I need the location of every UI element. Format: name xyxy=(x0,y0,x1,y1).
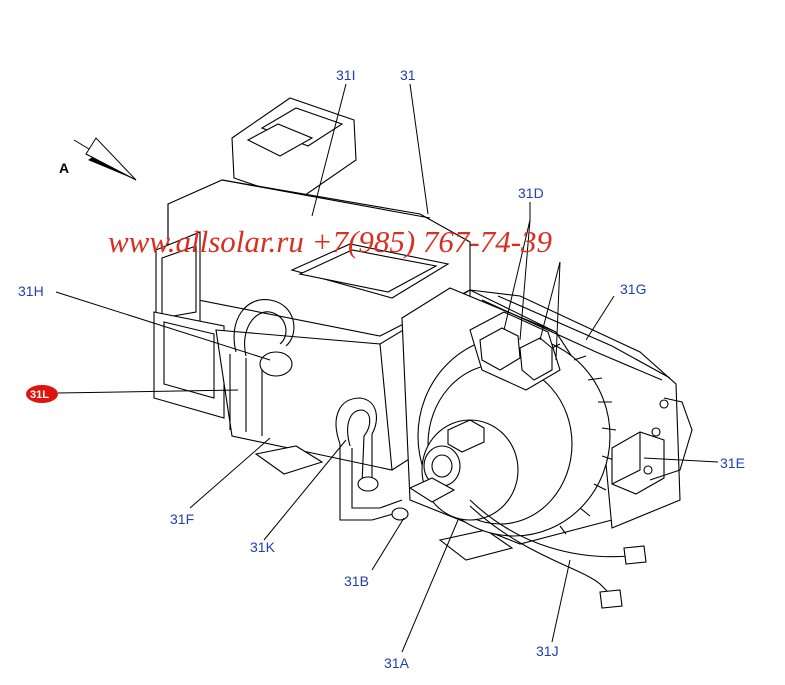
wire-harness xyxy=(469,499,647,609)
leader-lines xyxy=(55,83,719,653)
callout-31d[interactable]: 31D xyxy=(518,185,544,201)
callout-31g[interactable]: 31G xyxy=(620,281,646,297)
callout-31[interactable]: 31 xyxy=(400,67,416,83)
view-label: A xyxy=(59,160,69,176)
watermark-text: www.allsolar.ru +7(985) 767-74-39 xyxy=(108,224,552,259)
callout-31f[interactable]: 31F xyxy=(170,511,194,527)
callout-31a[interactable]: 31A xyxy=(384,655,410,671)
callout-31h[interactable]: 31H xyxy=(18,283,44,299)
pipe-assembly xyxy=(229,299,409,521)
callout-31k[interactable]: 31K xyxy=(250,539,276,555)
view-arrow-icon xyxy=(73,137,137,181)
callout-31b[interactable]: 31B xyxy=(344,573,369,589)
callout-31l[interactable]: 31L xyxy=(30,389,49,401)
callout-31e[interactable]: 31E xyxy=(720,455,745,471)
blower-assembly xyxy=(401,287,693,545)
callout-31j[interactable]: 31J xyxy=(536,643,559,659)
main-housing xyxy=(153,97,514,561)
callout-31i[interactable]: 31I xyxy=(336,67,355,83)
callout-31l-highlight[interactable]: 31L xyxy=(26,385,58,403)
